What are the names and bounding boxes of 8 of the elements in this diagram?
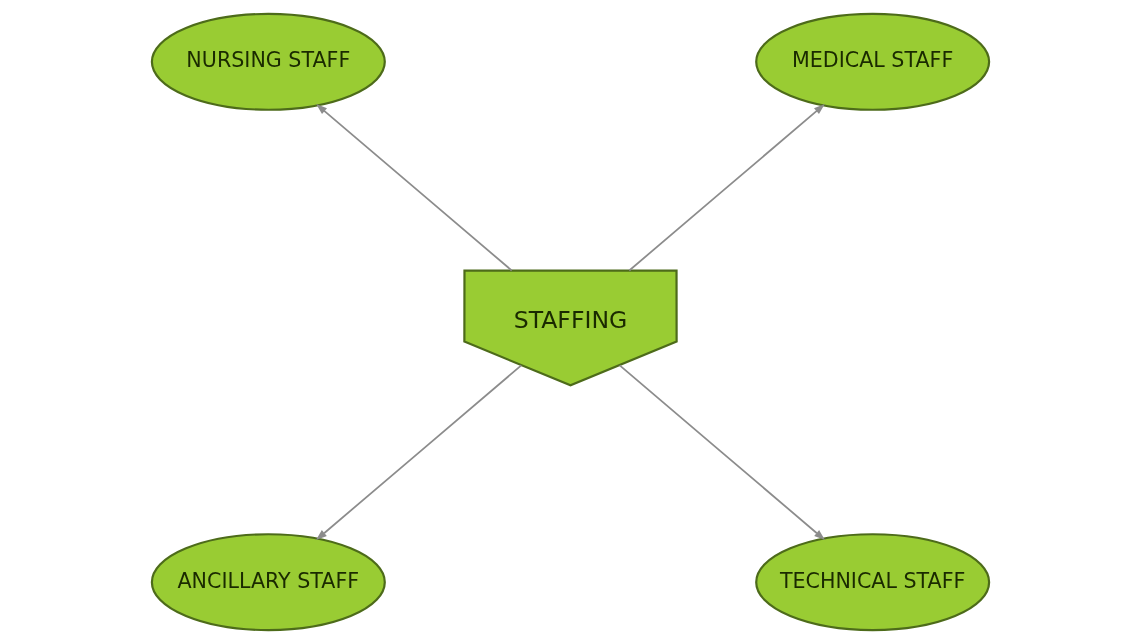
node-ellipse: TECHNICAL STAFF [754, 533, 990, 632]
arrow [315, 364, 522, 541]
arrow [627, 104, 825, 272]
arrow [315, 104, 513, 272]
arrow [618, 364, 825, 541]
node-ellipse: NURSING STAFF [150, 12, 386, 111]
node-ellipse: ANCILLARY STAFF [150, 533, 386, 632]
node-ellipse: MEDICAL STAFF [754, 12, 990, 111]
